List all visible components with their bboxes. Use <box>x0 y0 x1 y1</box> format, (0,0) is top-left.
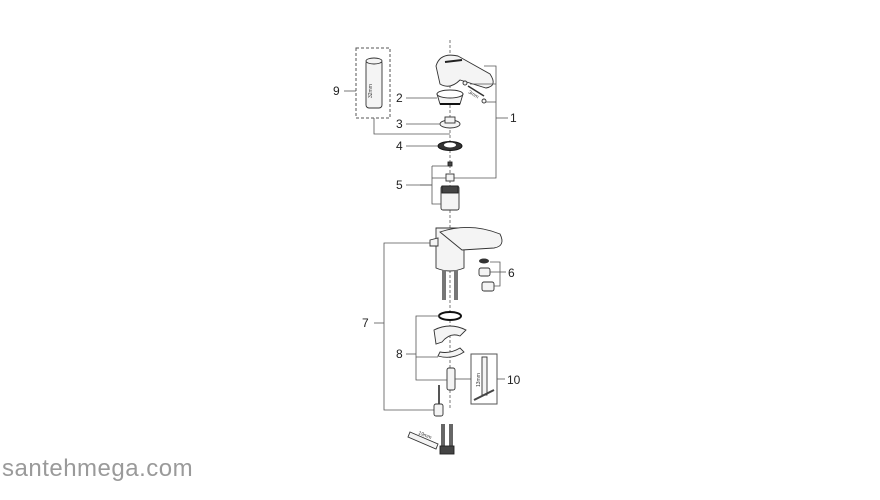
faucet-body <box>429 227 503 300</box>
callout-10: 10 <box>507 373 521 387</box>
dim-wrench: 19mm <box>417 430 432 441</box>
part-2-cap <box>436 89 464 105</box>
part-5-cartridge <box>420 161 460 211</box>
callout-6: 6 <box>508 266 515 280</box>
dim-10: 13mm <box>476 373 482 387</box>
part-3-nut <box>439 116 461 129</box>
callout-3: 3 <box>396 117 403 131</box>
part-8-fixing-set <box>406 311 467 391</box>
callout-2: 2 <box>396 91 403 105</box>
callout-1: 1 <box>510 111 517 125</box>
wrench-19mm: 19mm <box>407 424 455 455</box>
callout-5: 5 <box>396 178 403 192</box>
callout-9: 9 <box>333 84 340 98</box>
part-10-tool: 13mm <box>455 353 505 405</box>
part-7-hose <box>374 242 444 417</box>
callout-8: 8 <box>396 347 403 361</box>
callout-7: 7 <box>362 316 369 330</box>
callout-4: 4 <box>396 139 403 153</box>
part-9-tool: 32mm <box>355 47 450 135</box>
dim-hex-key: 3mm <box>467 90 480 101</box>
part-4-ring <box>437 141 463 151</box>
dim-9: 32mm <box>368 84 374 98</box>
part-1-handle: 3mm <box>435 54 508 179</box>
watermark: santehmega.com <box>2 455 194 482</box>
part-6-aerator <box>478 258 506 292</box>
